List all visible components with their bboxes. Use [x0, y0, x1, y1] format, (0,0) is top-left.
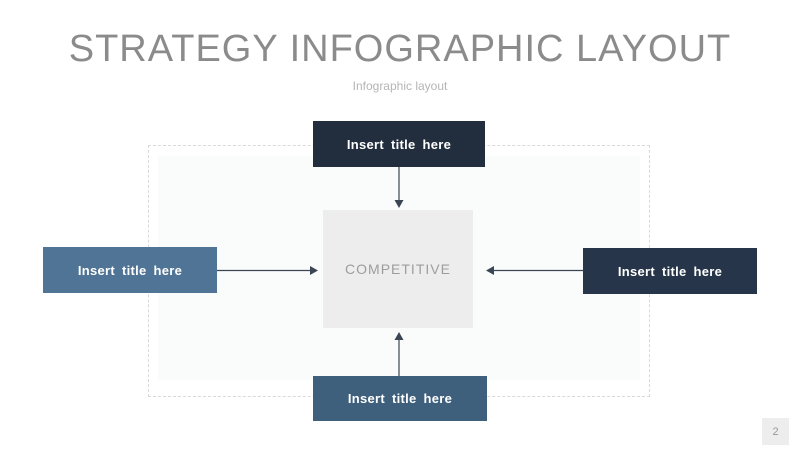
center-topic-label: COMPETITIVE — [345, 261, 451, 277]
page-number: 2 — [772, 425, 779, 438]
title-placeholder-label: Insert title here — [617, 263, 723, 279]
center-topic-box[interactable]: COMPETITIVE — [323, 210, 473, 328]
slide-subtitle: Infographic layout — [352, 79, 448, 93]
slide-title: STRATEGY INFOGRAPHIC LAYOUT — [68, 28, 732, 70]
title-placeholder-left[interactable]: Insert title here — [43, 247, 217, 293]
title-placeholder-bottom[interactable]: Insert title here — [313, 376, 487, 421]
title-placeholder-label: Insert title here — [77, 262, 183, 278]
title-placeholder-right[interactable]: Insert title here — [583, 248, 757, 294]
title-placeholder-top[interactable]: Insert title here — [313, 121, 485, 167]
title-placeholder-label: Insert title here — [347, 391, 453, 406]
page-number-badge: 2 — [762, 418, 789, 445]
title-placeholder-label: Insert title here — [346, 136, 452, 152]
